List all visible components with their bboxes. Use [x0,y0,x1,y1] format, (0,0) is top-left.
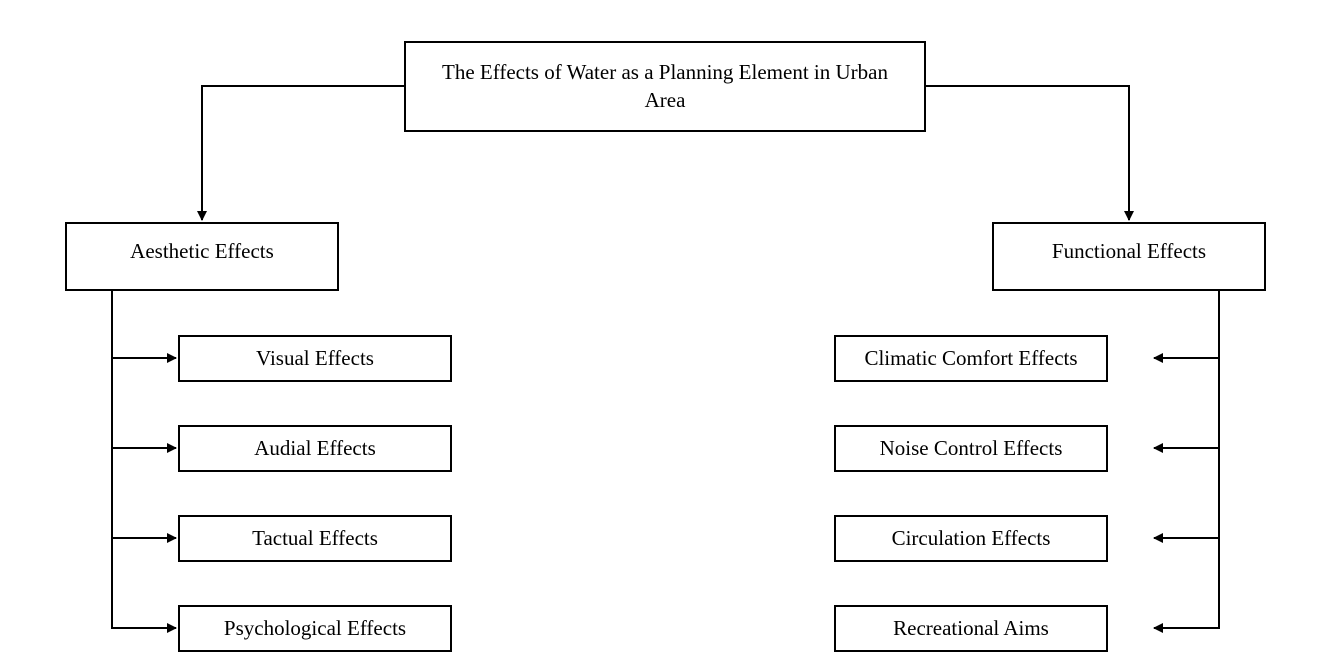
root-node-label: The Effects of Water as a Planning Eleme… [442,60,888,112]
circulation-effects-label: Circulation Effects [891,525,1051,550]
recreational-aims-node: Recreational Aims [834,605,1108,652]
psychological-effects-node: Psychological Effects [178,605,452,652]
aesthetic-effects-node: Aesthetic Effects [65,222,339,291]
functional-effects-label: Functional Effects [1051,239,1207,263]
noise-control-effects-node: Noise Control Effects [834,425,1108,472]
audial-effects-node: Audial Effects [178,425,452,472]
visual-effects-label: Visual Effects [256,345,374,370]
psychological-effects-label: Psychological Effects [223,615,407,640]
tactual-effects-label: Tactual Effects [252,525,378,550]
visual-effects-node: Visual Effects [178,335,452,382]
tactual-effects-node: Tactual Effects [178,515,452,562]
recreational-aims-label: Recreational Aims [893,615,1049,640]
connector-root-functional [926,85,1134,221]
root-node: The Effects of Water as a Planning Eleme… [404,41,926,132]
climatic-comfort-effects-node: Climatic Comfort Effects [834,335,1108,382]
functional-effects-node: Functional Effects [992,222,1266,291]
noise-control-effects-label: Noise Control Effects [879,435,1063,460]
aesthetic-effects-label: Aesthetic Effects [130,239,274,263]
connector-root-aesthetic [197,85,404,221]
circulation-effects-node: Circulation Effects [834,515,1108,562]
audial-effects-label: Audial Effects [254,435,376,460]
climatic-comfort-effects-label: Climatic Comfort Effects [864,345,1078,370]
